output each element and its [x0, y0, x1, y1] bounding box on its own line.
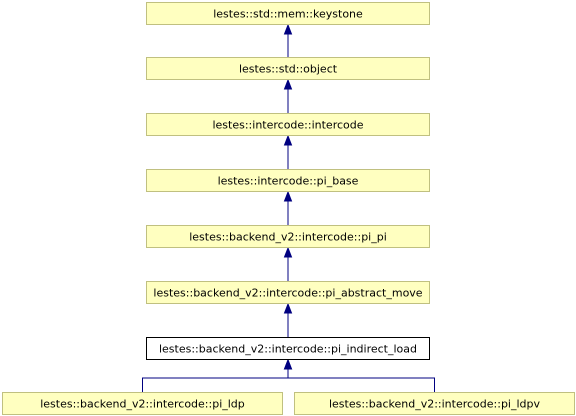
class-node-intercode[interactable]: lestes::intercode::intercode: [146, 113, 430, 136]
inheritance-arrowhead: [283, 134, 293, 146]
inheritance-arrowhead: [283, 358, 293, 370]
class-node-label: lestes::std::mem::keystone: [213, 8, 363, 21]
class-node-box: [294, 392, 575, 415]
inheritance-line: [142, 369, 289, 393]
inheritance-arrowhead: [283, 302, 293, 314]
class-node-label: lestes::backend_v2::intercode::pi_pi: [189, 231, 387, 244]
class-node-pi-pi[interactable]: lestes::backend_v2::intercode::pi_pi: [146, 225, 430, 248]
class-node-box: [146, 113, 430, 136]
class-node-pi-indirect-load: lestes::backend_v2::intercode::pi_indire…: [146, 337, 430, 360]
class-node-label: lestes::backend_v2::intercode::pi_ldp: [40, 398, 245, 411]
edge-intercode-to-object: [283, 78, 293, 114]
inheritance-arrowhead: [283, 246, 293, 258]
class-node-box: [146, 169, 430, 192]
class-node-box: [146, 2, 430, 25]
class-node-object[interactable]: lestes::std::object: [146, 57, 430, 80]
class-node-box: [146, 337, 430, 360]
class-node-box: [2, 392, 283, 415]
edge-pi-indirect-load-to-pi-abstract-move: [283, 302, 293, 338]
edge-pi-ldp-to-pi-indirect-load: [142, 358, 293, 393]
class-node-label: lestes::intercode::intercode: [212, 119, 363, 132]
edge-object-to-keystone: [283, 23, 293, 58]
edge-pi-ldpv-to-pi-indirect-load: [283, 358, 435, 393]
inheritance-line: [287, 369, 435, 393]
class-node-box: [146, 57, 430, 80]
class-node-box: [146, 281, 430, 304]
class-node-label: lestes::backend_v2::intercode::pi_abstra…: [153, 287, 422, 300]
class-node-pi-abstract-move[interactable]: lestes::backend_v2::intercode::pi_abstra…: [146, 281, 430, 304]
inheritance-arrowhead: [283, 23, 293, 35]
inheritance-edges: [142, 23, 435, 393]
inheritance-arrowhead: [283, 78, 293, 90]
class-node-keystone[interactable]: lestes::std::mem::keystone: [146, 2, 430, 25]
edge-pi-pi-to-pi-base: [283, 190, 293, 226]
inheritance-arrowhead: [283, 190, 293, 202]
class-node-label: lestes::backend_v2::intercode::pi_indire…: [159, 343, 417, 356]
class-node-label: lestes::std::object: [239, 63, 338, 76]
class-node-box: [146, 225, 430, 248]
class-node-label: lestes::intercode::pi_base: [218, 175, 359, 188]
class-node-pi-ldp[interactable]: lestes::backend_v2::intercode::pi_ldp: [2, 392, 283, 415]
class-node-label: lestes::backend_v2::intercode::pi_ldpv: [329, 398, 541, 411]
edge-pi-base-to-intercode: [283, 134, 293, 170]
class-node-pi-base[interactable]: lestes::intercode::pi_base: [146, 169, 430, 192]
class-node-pi-ldpv[interactable]: lestes::backend_v2::intercode::pi_ldpv: [294, 392, 575, 415]
edge-pi-abstract-move-to-pi-pi: [283, 246, 293, 282]
